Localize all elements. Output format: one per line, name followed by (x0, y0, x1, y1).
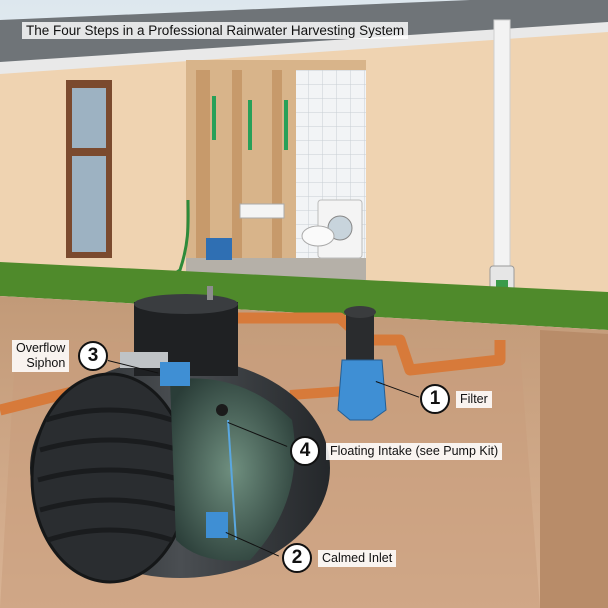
filter-shaft (346, 312, 374, 362)
window-pane (72, 156, 106, 252)
filter-lid (344, 306, 376, 318)
stud (232, 70, 242, 270)
soil-side-wall (540, 330, 608, 608)
toilet (302, 226, 334, 246)
callout-number-2: 2 (282, 543, 312, 573)
overflow-label-line2: Siphon (16, 356, 65, 371)
filter-body (338, 360, 386, 420)
floating-intake-label: Floating Intake (see Pump Kit) (326, 443, 502, 460)
calmed-inlet (206, 512, 228, 538)
calmed-inlet-label: Calmed Inlet (318, 550, 396, 567)
overflow-siphon (160, 362, 190, 386)
window-pane (72, 88, 106, 148)
pump-unit (206, 238, 232, 260)
diagram-title: The Four Steps in a Professional Rainwat… (22, 22, 408, 39)
callout-number-1: 1 (420, 384, 450, 414)
overflow-siphon-label: Overflow Siphon (12, 340, 69, 372)
floating-ball (216, 404, 228, 416)
tank-lid (134, 294, 238, 314)
callout-number-4: 4 (290, 436, 320, 466)
callout-number-3: 3 (78, 341, 108, 371)
stud (272, 70, 282, 270)
sink (240, 204, 284, 218)
overflow-label-line1: Overflow (16, 341, 65, 356)
filter-label: Filter (456, 391, 492, 408)
